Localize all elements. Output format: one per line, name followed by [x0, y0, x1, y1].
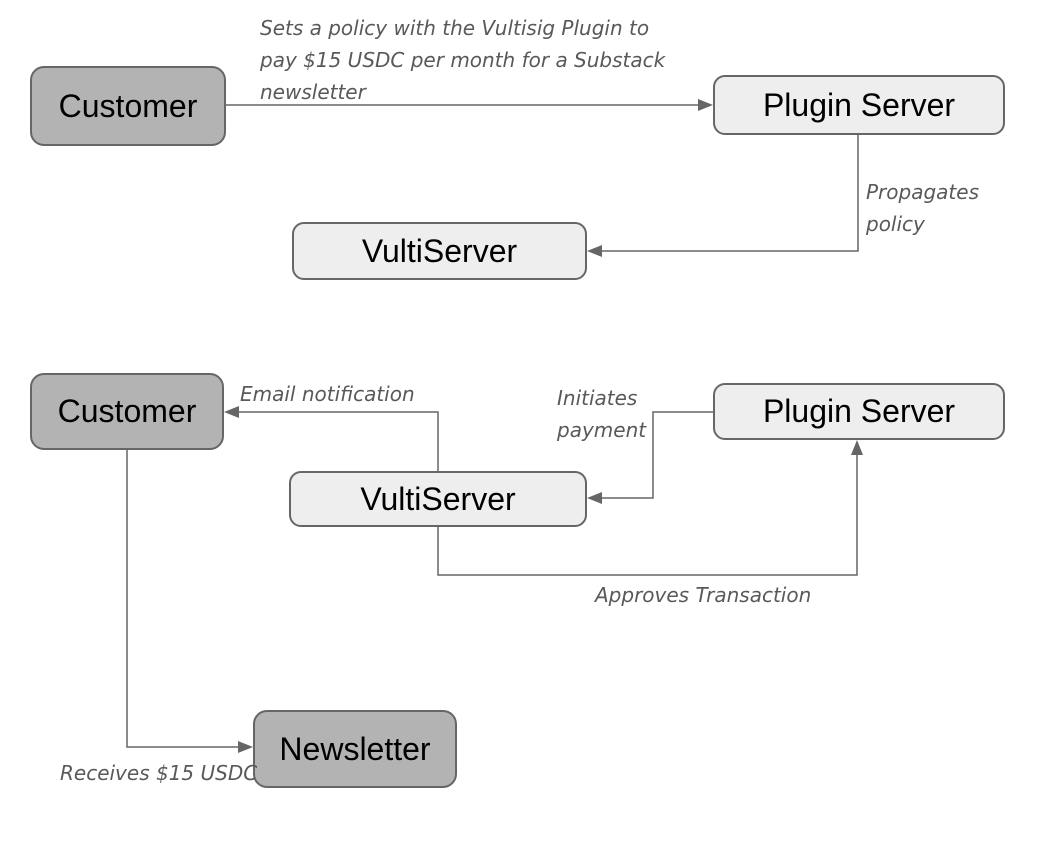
edge-sets-policy [226, 99, 713, 111]
annotation-initiates-payment: Initiates payment [557, 386, 647, 442]
edge-initiates-payment-line [602, 411, 713, 499]
node-newsletter: Newsletter [253, 710, 457, 788]
edge-email-notification [224, 406, 439, 471]
node-label: Plugin Server [762, 393, 956, 429]
edge-email-notification-line [239, 411, 439, 471]
node-vultiserver-top: VultiServer [292, 222, 587, 280]
arrowhead-left-icon [587, 245, 602, 257]
node-vultiserver-bottom: VultiServer [289, 471, 587, 527]
annotation-propagates-policy: Propagates policy [866, 180, 979, 236]
edge-receives-usdc [126, 450, 253, 753]
annotation-sets-policy: Sets a policy with the Vultisig Plugin t… [260, 16, 666, 104]
arrowhead-left-icon [224, 406, 239, 418]
edge-propagates-policy [587, 135, 859, 257]
arrowhead-right-icon [238, 741, 253, 753]
node-plugin-server-top: Plugin Server [713, 75, 1005, 135]
node-customer-bottom: Customer [30, 373, 224, 450]
edge-initiates-payment [587, 411, 713, 504]
node-plugin-server-bottom: Plugin Server [713, 383, 1005, 440]
edge-approves-transaction [437, 440, 863, 576]
arrowhead-right-icon [698, 99, 713, 111]
node-label: Customer [57, 393, 197, 429]
edge-receives-usdc-line [126, 450, 238, 748]
node-label: Customer [58, 87, 198, 124]
arrowhead-left-icon [587, 492, 602, 504]
annotation-email-notification: Email notification [240, 382, 415, 406]
node-label: Plugin Server [762, 86, 956, 123]
node-customer-top: Customer [30, 66, 226, 146]
node-label: Newsletter [279, 730, 431, 767]
arrowhead-up-icon [851, 440, 863, 455]
annotation-receives-usdc: Receives $15 USDC [60, 761, 258, 785]
node-label: VultiServer [360, 480, 516, 517]
edge-approves-transaction-line [437, 455, 858, 576]
annotation-approves-transaction: Approves Transaction [595, 583, 812, 607]
edge-propagates-policy-line [602, 135, 859, 252]
node-label: VultiServer [361, 232, 518, 269]
